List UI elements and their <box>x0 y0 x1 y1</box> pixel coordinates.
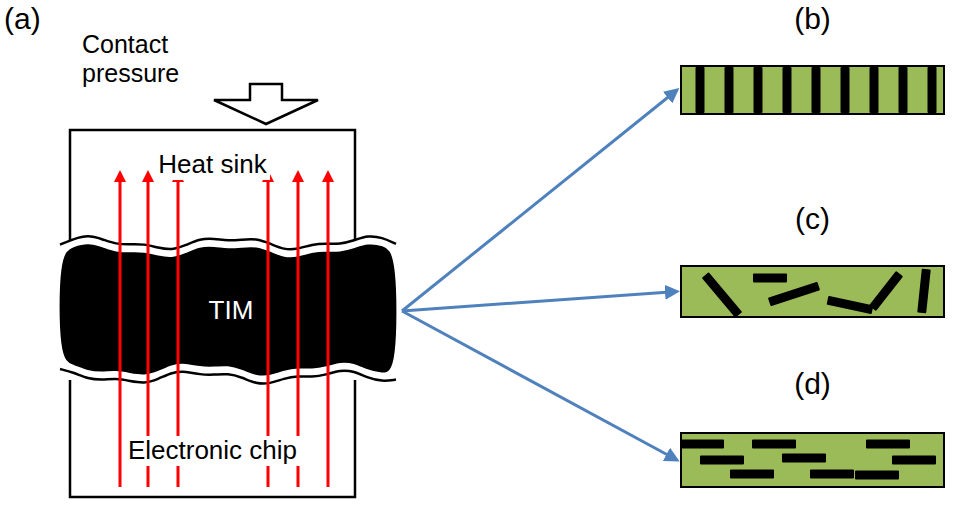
filler-particles <box>682 434 943 486</box>
filler-particle <box>866 440 910 449</box>
gap-fill <box>60 236 402 380</box>
filler-particle <box>827 296 874 314</box>
heat-flow-arrow <box>119 176 122 487</box>
aligned-filler-panel: (b) <box>680 2 945 115</box>
pressure-arrow <box>214 84 318 124</box>
filler-particle <box>899 67 908 113</box>
filler-particle <box>841 67 850 113</box>
heat-flow-arrow <box>327 176 330 487</box>
random-filler-panel: (c) <box>680 202 945 318</box>
filler-particle <box>730 470 774 479</box>
heat-sink-region: Heat sink <box>70 150 355 200</box>
composite-panel <box>680 65 945 115</box>
tim-band <box>61 245 396 374</box>
filler-particle <box>892 456 936 465</box>
layer-label: TIM <box>209 296 254 326</box>
chip-region: Electronic chip <box>70 436 355 486</box>
filler-particle <box>700 456 744 465</box>
filler-particle <box>928 67 937 113</box>
filler-particle <box>870 67 879 113</box>
tim-layer: TIM <box>62 262 400 360</box>
filler-particle <box>753 274 787 283</box>
layer-label: Heat sink <box>155 150 269 180</box>
composite-panel <box>680 432 945 488</box>
filler-particles <box>682 67 943 113</box>
filler-particle <box>783 67 792 113</box>
interface-layers <box>58 236 404 383</box>
filler-particle <box>702 272 742 316</box>
chip-surface <box>60 369 396 383</box>
gap-fill <box>60 369 402 383</box>
filler-particle <box>752 440 796 449</box>
branch-arrow <box>402 292 677 312</box>
panel-letter: (d) <box>794 367 831 402</box>
panel-letter: (c) <box>795 202 830 237</box>
composite-panel <box>680 265 945 318</box>
filler-particle <box>725 67 734 113</box>
layer-label: Electronic chip <box>125 436 300 466</box>
branch-arrow <box>402 311 677 460</box>
filler-particle <box>917 269 931 314</box>
inplane-filler-panel: (d) <box>680 367 945 488</box>
filler-particle <box>768 282 820 307</box>
filler-particle <box>812 67 821 113</box>
filler-particle <box>869 271 903 311</box>
filler-particle <box>682 440 724 449</box>
force-label: Contact pressure <box>82 30 217 88</box>
heat-sink-surface <box>60 236 396 249</box>
filler-particle <box>855 471 899 480</box>
branch-arrow <box>402 90 677 311</box>
filler-particles <box>682 267 943 316</box>
filler-particle <box>782 454 826 463</box>
panel-letter: (b) <box>794 2 831 37</box>
panel-letter: (a) <box>4 2 41 37</box>
filler-particle <box>696 67 705 113</box>
heat-flow-arrows <box>120 176 328 487</box>
filler-particle <box>754 67 763 113</box>
filler-particle <box>810 470 854 479</box>
